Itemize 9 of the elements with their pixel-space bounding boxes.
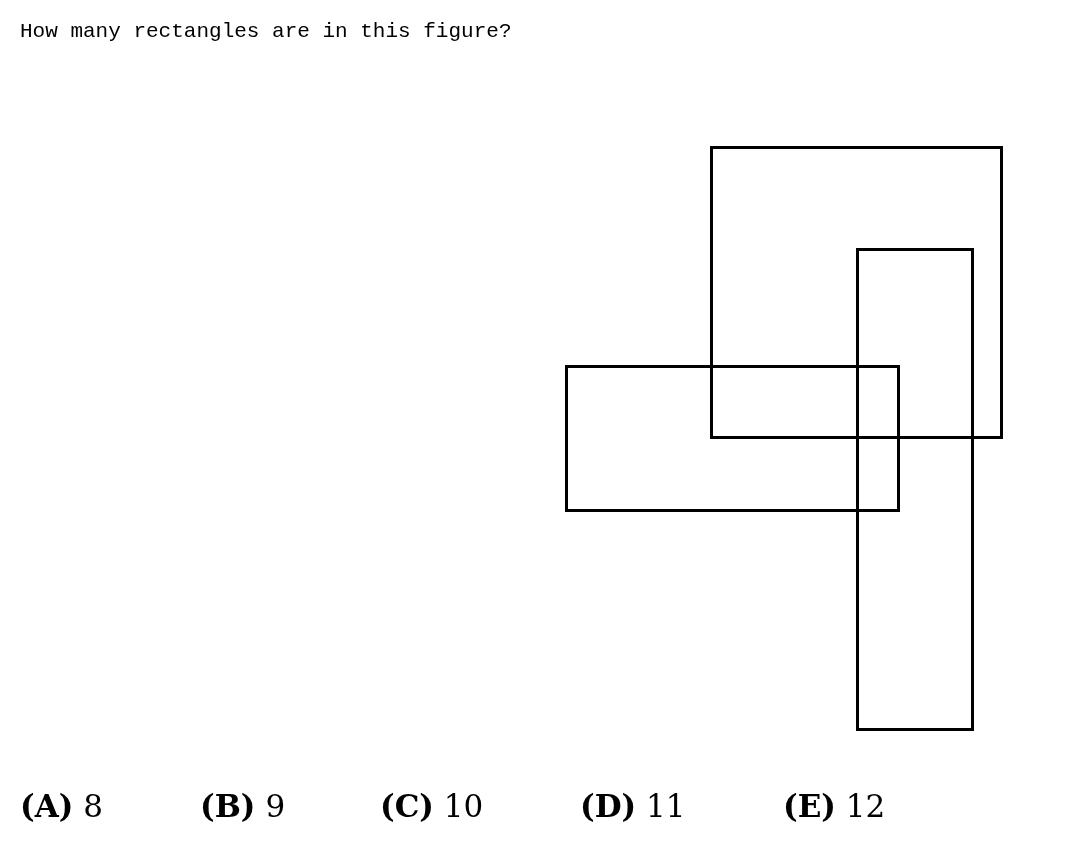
rectangle	[710, 146, 1003, 439]
answer-choice: (E) 12	[783, 788, 886, 824]
answer-choice: (D) 11	[580, 788, 686, 824]
answer-choice: (C) 10	[380, 788, 484, 824]
rectangle	[565, 365, 900, 512]
answer-choice: (B) 9	[200, 788, 286, 824]
question-text: How many rectangles are in this figure?	[20, 20, 512, 43]
rectangle	[856, 248, 974, 731]
answer-choice: (A) 8	[20, 788, 103, 824]
